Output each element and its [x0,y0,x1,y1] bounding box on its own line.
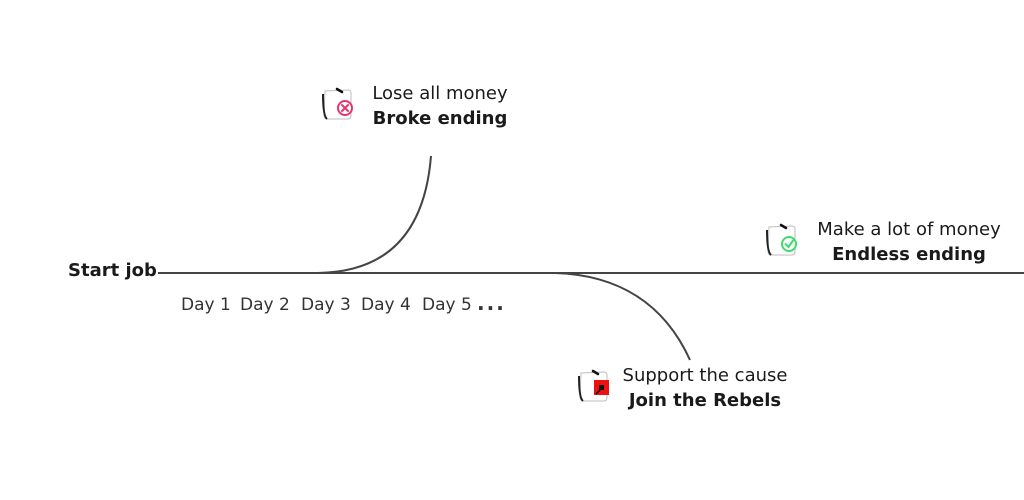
day-label-2: Day 2 [240,295,290,315]
check-note-icon [765,222,799,256]
ending-endless: Make a lot of money Endless ending [815,217,1003,267]
day-label-3: Day 3 [301,295,351,315]
day-label-1: Day 1 [181,295,231,315]
ending-rebels: Support the cause Join the Rebels [620,363,790,413]
cross-note-icon [321,86,355,120]
day-label-4: Day 4 [361,295,411,315]
ending-broke: Lose all money Broke ending [369,81,511,131]
branch-line-broke [317,155,432,274]
ending-broke-name: Broke ending [372,108,508,129]
ending-rebels-title: Support the cause [622,365,788,386]
ending-endless-title: Make a lot of money [817,219,1001,240]
branch-line-rebels [554,272,691,361]
day-label-5: Day 5 [422,295,472,315]
ending-endless-name: Endless ending [832,244,986,265]
ending-rebels-name: Join the Rebels [628,390,782,411]
days-ellipsis: ... [477,291,506,315]
rebel-flag-note-icon [577,368,611,402]
start-label: Start job [68,260,157,281]
ending-broke-title: Lose all money [372,83,508,104]
